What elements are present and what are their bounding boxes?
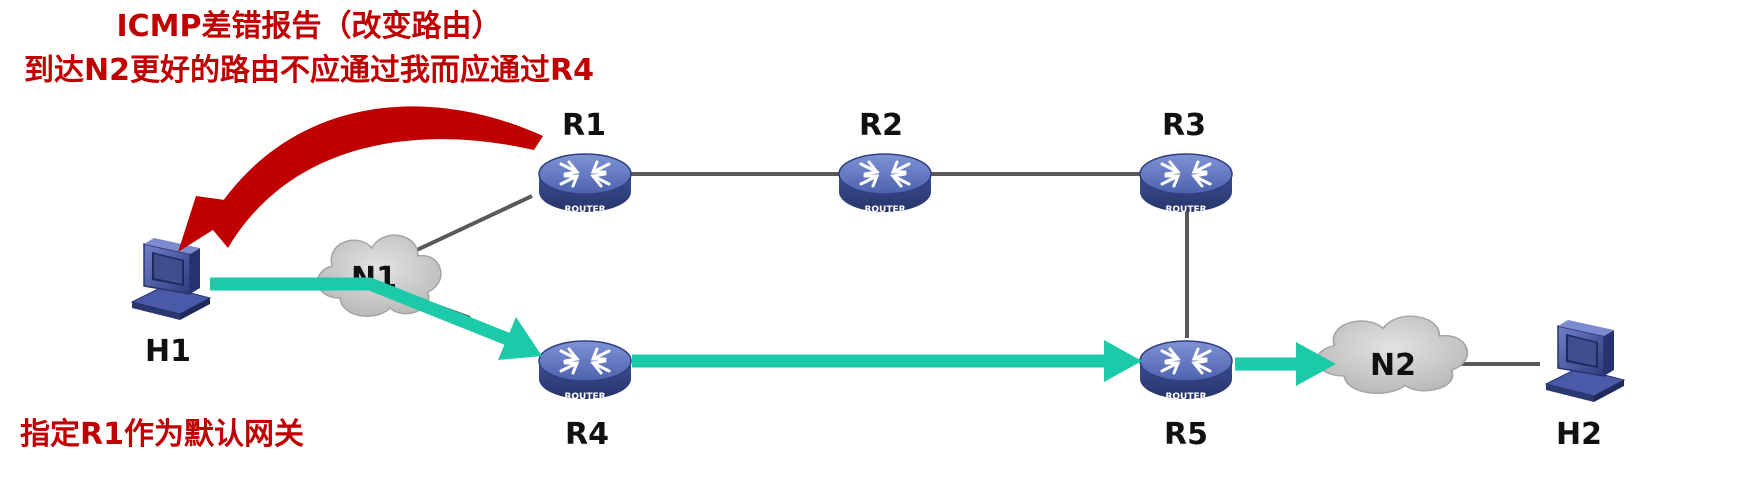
router-r3-icon: ROUTER: [1138, 152, 1234, 215]
router-badge: ROUTER: [1165, 392, 1206, 402]
arrowhead-r5-icon: [1104, 340, 1142, 382]
router-label-r2: R2: [859, 108, 903, 143]
route-path: [210, 277, 1296, 371]
arrowhead-r4-icon: [498, 317, 542, 360]
network-label-n2: N2: [1370, 348, 1416, 383]
router-r4-icon: ROUTER: [537, 339, 633, 402]
icmp-redirect-arrow: [208, 106, 543, 248]
router-label-r4: R4: [565, 417, 609, 452]
icmp-arrowhead-icon: [178, 196, 254, 252]
router-label-r1: R1: [562, 108, 606, 143]
arrowhead-n2-icon: [1296, 342, 1336, 386]
router-label-r3: R3: [1162, 108, 1206, 143]
host-label-h1: H1: [145, 334, 191, 369]
host-h2-icon: [1545, 319, 1625, 403]
router-label-r5: R5: [1164, 417, 1208, 452]
host-h1-icon: [131, 237, 211, 321]
router-badge: ROUTER: [864, 205, 905, 215]
route-h1-r4: [210, 277, 513, 347]
router-badge: ROUTER: [1165, 205, 1206, 215]
annotation-message: 到达N2更好的路由不应通过我而应通过R4: [24, 53, 594, 88]
router-badge: ROUTER: [564, 205, 605, 215]
annotation-title: ICMP差错报告（改变路由）: [116, 9, 501, 44]
router-badge: ROUTER: [564, 392, 605, 402]
host-label-h2: H2: [1556, 417, 1602, 452]
router-r5-icon: ROUTER: [1138, 339, 1234, 402]
route-arrowheads: [498, 317, 1336, 386]
router-r2-icon: ROUTER: [837, 152, 933, 215]
link-n1-r1: [403, 194, 533, 258]
annotation-note: 指定R1作为默认网关: [20, 417, 304, 452]
router-r1-icon: ROUTER: [537, 152, 633, 215]
